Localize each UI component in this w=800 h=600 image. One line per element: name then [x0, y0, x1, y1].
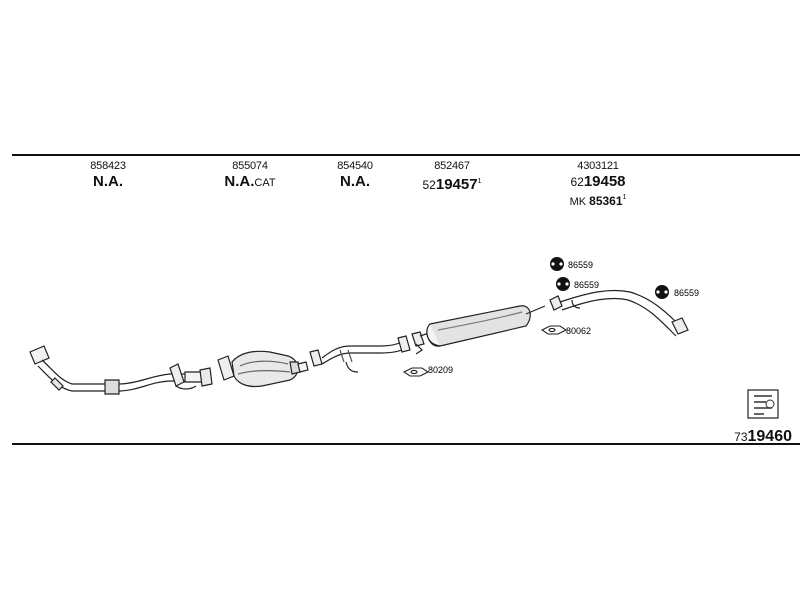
part-number: 858423: [90, 160, 126, 172]
part-middle-silencer: 852467 52194571: [423, 160, 482, 194]
mounting-kit-footnote: 1: [622, 194, 627, 201]
gasket-icons: [402, 325, 568, 377]
part-code: 19458: [583, 173, 626, 190]
part-prefix: 62: [570, 175, 584, 189]
reference-prefix: 73: [734, 430, 748, 444]
clamp-icons: [550, 257, 669, 299]
clamp-icon: [655, 285, 669, 299]
middle-silencer-drawing: [411, 305, 546, 355]
catalyst-drawing: [217, 350, 309, 388]
part-footnote: 1: [477, 178, 482, 185]
part-catalyst: 855074 N.A.CAT: [224, 160, 275, 192]
mounting-kit-code: 85361: [589, 194, 623, 208]
clamp-label: 86559: [674, 288, 699, 298]
gasket-icon: [540, 325, 568, 335]
part-number: 854540: [337, 160, 373, 172]
part-number: 852467: [434, 160, 470, 172]
part-intermediate-pipe: 854540 N.A.: [337, 160, 373, 190]
part-suffix: CAT: [254, 177, 276, 189]
part-tail-pipe: 4303121 6219458 MK 853611: [570, 160, 627, 209]
gasket-label: 80209: [428, 365, 453, 375]
gasket-icon: [402, 367, 430, 377]
clamp-icon: [556, 277, 570, 291]
part-code: N.A.: [92, 173, 123, 190]
tail-pipe-drawing: [549, 289, 689, 337]
part-number: 855074: [232, 160, 268, 172]
part-code: 19457: [435, 176, 478, 193]
clamp-label: 86559: [568, 260, 593, 270]
part-number: 4303121: [577, 160, 619, 172]
clamp-label: 86559: [574, 280, 599, 290]
reference-number: 7319460: [734, 428, 792, 446]
top-rule: [12, 154, 800, 156]
clamp-icon: [550, 257, 564, 271]
part-prefix: 52: [422, 178, 436, 192]
part-front-pipe: 858423 N.A.: [90, 160, 126, 190]
reference-code: 19460: [747, 428, 793, 445]
bottom-rule: [12, 443, 800, 445]
part-code: N.A.: [339, 173, 370, 190]
reference-box-icon: [747, 389, 779, 419]
gasket-label: 80062: [566, 326, 591, 336]
mounting-kit-prefix: MK: [569, 196, 587, 208]
front-pipe-drawing: [29, 345, 213, 395]
intermediate-pipe-drawing: [309, 335, 411, 373]
part-code: N.A.: [224, 173, 255, 190]
